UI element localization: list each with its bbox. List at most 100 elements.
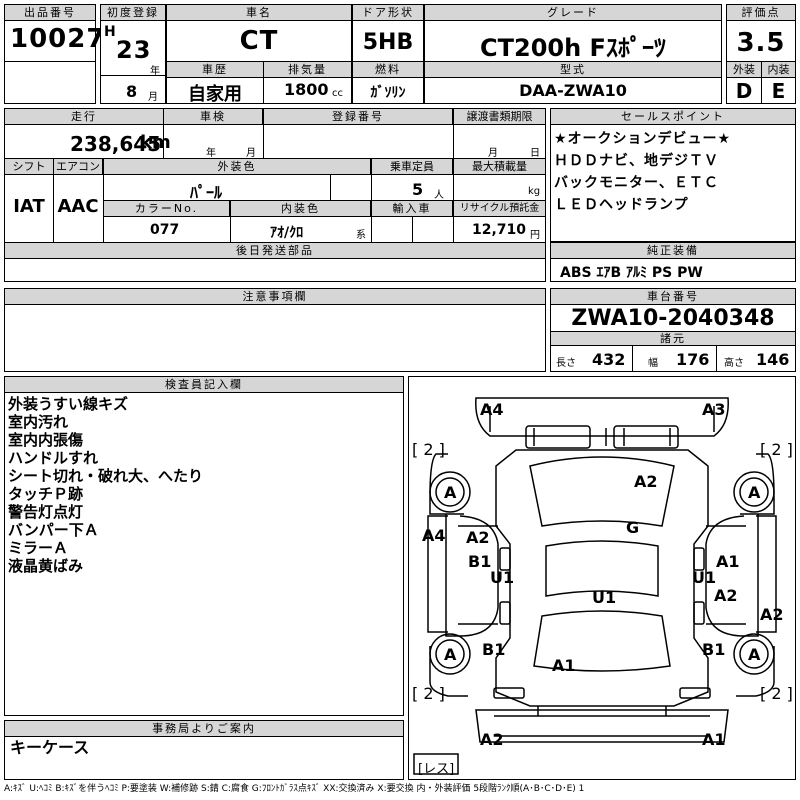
mileage-label: 走行 (4, 108, 164, 125)
ext-color-label: 外装色 (103, 158, 371, 175)
history: 自家用 (188, 84, 242, 105)
inspector-line: タッチＰ跡 (8, 485, 84, 503)
era: H (104, 24, 116, 40)
wheel-rr (733, 633, 775, 675)
lot-label: 出品番号 (4, 4, 96, 21)
mark-spare: [レス] (418, 762, 455, 777)
width-label: 幅 (648, 358, 658, 369)
capacity-label: 乗車定員 (371, 158, 453, 175)
mark-two-br: [ 2 ] (760, 684, 793, 703)
color-no-label: カラーNo. (103, 200, 230, 217)
later-parts-label: 後日発送部品 (4, 242, 546, 259)
fuel: ｶﾞｿﾘﾝ (370, 85, 406, 101)
front-bumper (475, 397, 729, 437)
mark-a2-far-right: A2 (760, 605, 784, 624)
displacement: 1800 (284, 80, 329, 99)
first-reg-label: 初度登録 (100, 4, 166, 21)
spec-label: 諸元 (550, 331, 796, 346)
load-unit: kg (528, 186, 541, 197)
inspector-line: 液晶黄ばみ (8, 557, 84, 575)
door-type: 5HB (362, 30, 414, 55)
history-label: 車歴 (166, 61, 264, 78)
car-name: CT (239, 26, 279, 56)
mark-b1-left: B1 (468, 552, 492, 571)
mark-g-glass: G (626, 518, 640, 537)
mark-a1-right: A1 (716, 552, 740, 571)
transfer-month-unit: 月 (488, 148, 498, 159)
year-unit: 年 (150, 66, 160, 77)
displacement-unit: cc (332, 88, 343, 99)
inspector-line: ミラーＡ (8, 539, 69, 557)
car-name-label: 車名 (166, 4, 352, 21)
reg-year: 23 (116, 36, 152, 64)
mark-b1-rear-right: B1 (702, 640, 726, 659)
length-label: 長さ (556, 358, 576, 369)
inspector-line: バンパー下Ａ (8, 521, 99, 539)
length: 432 (592, 350, 626, 369)
mark-a4-top: A4 (480, 400, 504, 419)
divider (330, 175, 331, 200)
mark-u1-center: U1 (592, 588, 617, 607)
divider (263, 108, 264, 158)
mark-a4-left: A4 (422, 526, 446, 545)
inspection-year-unit: 年 (206, 148, 216, 159)
inspection-label: 車検 (163, 108, 263, 125)
mark-two-tl: [ 2 ] (412, 440, 445, 459)
import-label: 輸入車 (371, 200, 453, 217)
int-color-label: 内装色 (230, 200, 371, 217)
divider (632, 346, 633, 372)
int-color-unit: 系 (356, 230, 366, 241)
transfer-label: 譲渡書類期限 (453, 108, 546, 125)
mark-a2-right: A2 (714, 586, 738, 605)
mark-a2-left: A2 (466, 528, 490, 547)
divider (412, 217, 413, 242)
rear-bumper (475, 709, 729, 743)
inspection-month-unit: 月 (246, 148, 256, 159)
ext-grade: D (735, 79, 753, 103)
sales-label: セールスポイント (550, 108, 796, 125)
mark-a-wheel-fr: A (748, 483, 761, 502)
load-label: 最大積載量 (453, 158, 546, 175)
sales-box (550, 108, 796, 242)
body-outline (495, 449, 709, 707)
divider (163, 108, 164, 158)
chassis-number: ZWA10-2040348 (571, 306, 775, 331)
wheel-rl (429, 633, 471, 675)
mark-a2-bumper: A2 (480, 730, 504, 749)
grade-label: グレード (424, 4, 722, 21)
int-color: ｱｵ/ｸﾛ (270, 225, 304, 241)
sales-line: ★オークションデビュー★ (554, 131, 732, 147)
recycle-label: リサイクル預託金 (453, 200, 546, 217)
notes-label: 注意事項欄 (4, 288, 546, 305)
sales-line: バックモニター、ＥＴＣ (554, 175, 719, 191)
diagram-box (408, 376, 796, 780)
mark-a1-bumper: A1 (702, 730, 726, 749)
divider (453, 108, 454, 158)
height-label: 高さ (724, 358, 744, 369)
shift-label: シフト (4, 158, 54, 175)
mark-a-wheel-rl: A (444, 645, 457, 664)
model: DAA-ZWA10 (519, 81, 627, 100)
inspector-line: シート切れ・破れ大、へたり (8, 467, 204, 485)
mark-a1-rear: A1 (552, 656, 576, 675)
int-grade: E (771, 79, 786, 103)
inspector-line: 室内内張傷 (8, 431, 84, 449)
mileage-unit: km (140, 132, 171, 153)
wheel-fr (733, 471, 775, 513)
lot-extra-box (4, 61, 96, 104)
score: 3.5 (736, 28, 786, 58)
wheel-fl (429, 471, 471, 513)
inspector-line: ハンドルすれ (8, 449, 99, 467)
mark-two-bl: [ 2 ] (412, 684, 445, 703)
width: 176 (676, 350, 710, 369)
legend: A:ｷｽﾞ U:ﾍｺﾐ B:ｷｽﾞを伴うﾍｺﾐ P:要塗装 W:補修跡 S:錆 … (4, 784, 585, 794)
ext-grade-label: 外装 (726, 61, 762, 78)
int-grade-label: 内装 (761, 61, 796, 78)
ext-color: ﾊﾟｰﾙ (190, 183, 223, 202)
spare-tire (413, 753, 459, 775)
inspector-line: 警告灯点灯 (8, 503, 84, 521)
sales-line: ＬＥＤヘッドランプ (554, 197, 689, 213)
divider (716, 346, 717, 372)
fuel-label: 燃料 (352, 61, 424, 78)
mark-a-wheel-rr: A (748, 645, 761, 664)
